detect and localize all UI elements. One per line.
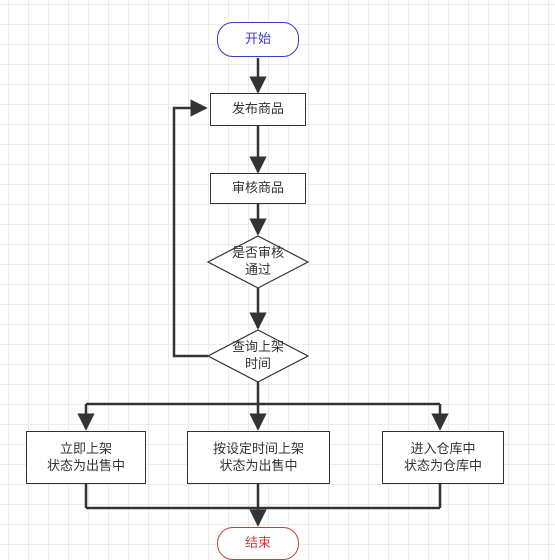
shelf-now-node: 立即上架 状态为出售中 [26, 431, 146, 484]
end-node: 结束 [217, 527, 299, 560]
shelf-scheduled-label: 按设定时间上架 状态为出售中 [212, 441, 304, 474]
warehouse-node: 进入仓库中 状态为仓库中 [382, 431, 504, 484]
warehouse-label: 进入仓库中 状态为仓库中 [403, 441, 482, 474]
publish-goods-label: 发布商品 [231, 102, 284, 117]
decision-time-node: 查询上架 时间 [208, 330, 308, 382]
publish-goods-node: 发布商品 [210, 93, 306, 126]
decision-pass-shape [206, 235, 310, 289]
decision-time-label: 查询上架 时间 [231, 340, 284, 372]
start-node: 开始 [217, 22, 299, 57]
start-label: 开始 [244, 32, 271, 47]
shelf-scheduled-node: 按设定时间上架 状态为出售中 [187, 431, 330, 484]
review-goods-node: 审核商品 [210, 173, 306, 204]
edge-loop-back-publish [172, 99, 208, 358]
decision-pass-label: 是否审核 通过 [231, 246, 284, 278]
decision-pass-node: 是否审核 通过 [208, 236, 308, 288]
decision-time-shape [206, 329, 310, 383]
review-goods-label: 审核商品 [231, 181, 284, 196]
shelf-now-label: 立即上架 状态为出售中 [46, 441, 125, 474]
end-label: 结束 [244, 536, 271, 551]
